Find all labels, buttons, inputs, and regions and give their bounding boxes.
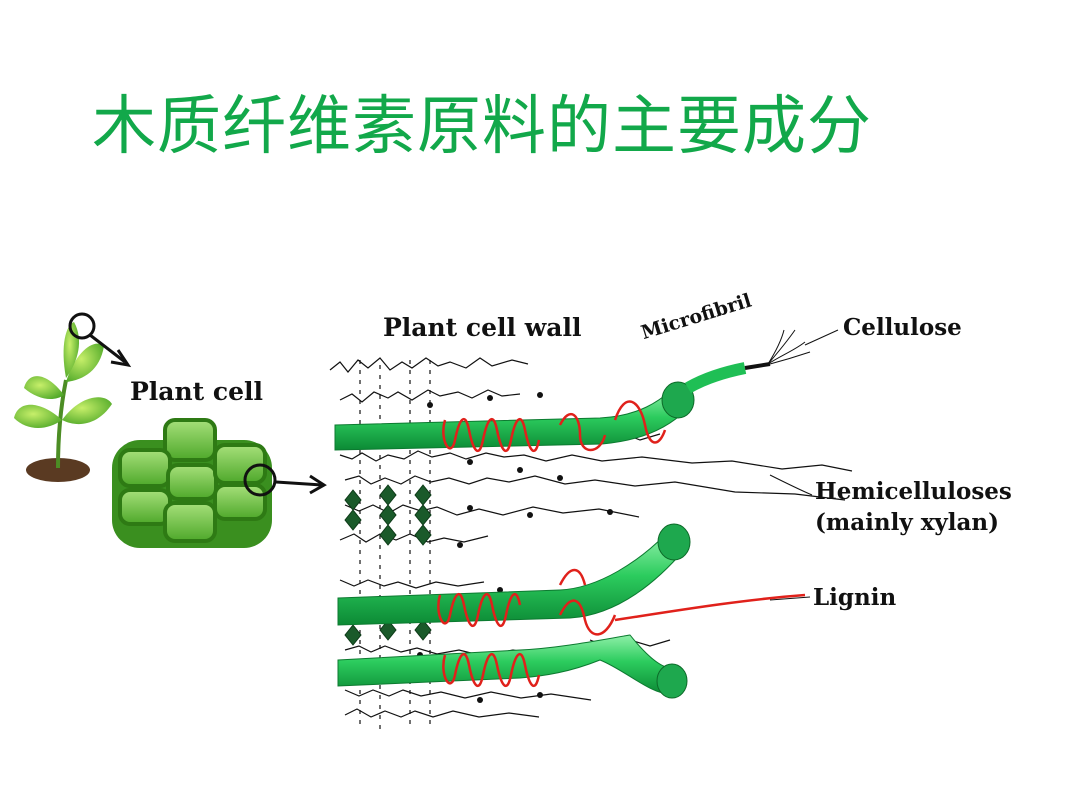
magnifier-circle-seedling xyxy=(68,312,96,340)
slide-title: 木质纤维素原料的主要成分 xyxy=(92,90,872,164)
lignin-coils xyxy=(437,400,806,688)
lignin-label: Lignin xyxy=(813,584,897,611)
hemicellulose-strands xyxy=(329,357,853,730)
arrow-to-cell-icon xyxy=(110,349,132,368)
plant-cell-cluster xyxy=(112,418,272,548)
cellulose-microfibrils xyxy=(334,362,771,699)
hemicellulose-label-line2: (mainly xylan) xyxy=(815,509,1000,536)
plant-cell-label: Plant cell xyxy=(130,377,264,406)
hemicellulose-label-line1: Hemicelluloses xyxy=(815,478,1012,505)
cellulose-label: Cellulose xyxy=(843,314,962,341)
arrow-to-wall-icon xyxy=(309,474,327,495)
fibril-ends xyxy=(767,329,839,601)
magnifier-circle-cell xyxy=(243,463,277,497)
hemicellulose-label: Hemicelluloses (mainly xylan) xyxy=(815,476,1012,538)
seedling-icon xyxy=(14,322,112,482)
cell-wall-label: Plant cell wall xyxy=(383,313,582,342)
